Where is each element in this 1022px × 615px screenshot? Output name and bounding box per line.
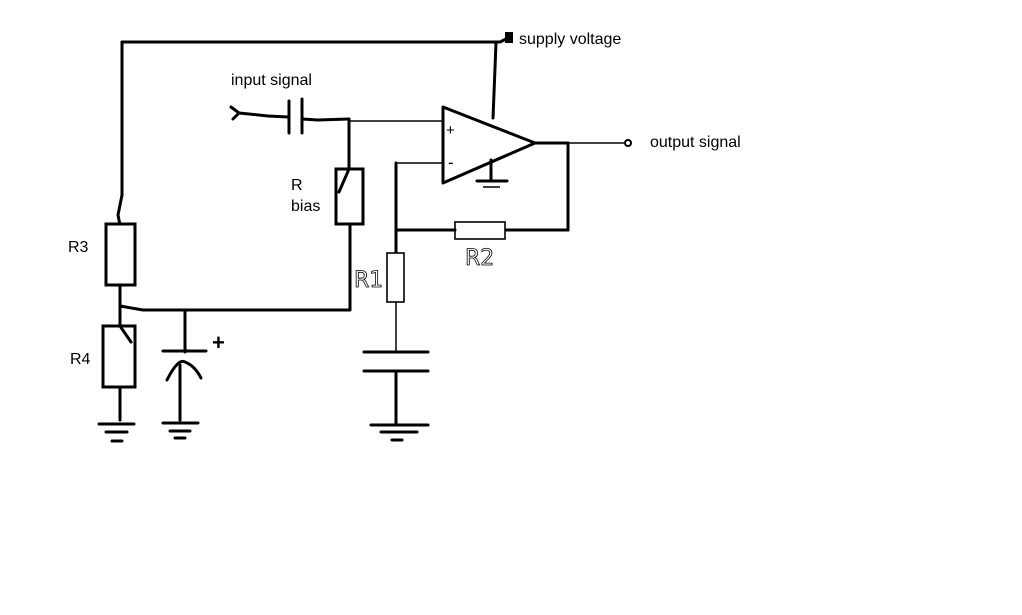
rbias-bend	[337, 167, 351, 194]
ground-icon	[97, 422, 136, 443]
r3-label: R3	[68, 239, 89, 256]
ground-icon	[161, 421, 200, 440]
electrolytic-capacitor-icon	[161, 308, 208, 422]
capacitor-plus-sign: +	[212, 330, 225, 355]
divider-wires	[116, 40, 352, 422]
output-terminal-icon	[624, 139, 632, 147]
output-wires	[503, 139, 632, 232]
r4-bend	[118, 324, 133, 344]
r4-label: R4	[70, 351, 91, 368]
r-bias-label-line2: bias	[291, 198, 320, 215]
r2-label: R2	[465, 246, 494, 271]
coupling-capacitor-icon	[287, 97, 351, 135]
opamp-plus-sign: +	[446, 122, 455, 139]
op-amp-icon	[441, 105, 537, 185]
r1-resistor	[386, 252, 405, 303]
supply-voltage-label: supply voltage	[519, 31, 621, 48]
r4-resistor	[101, 324, 137, 389]
supply-rail	[120, 32, 513, 120]
output-signal-label: output signal	[650, 134, 741, 151]
input-signal-label: input signal	[231, 72, 312, 89]
r3-resistor	[104, 222, 137, 287]
r1-label: R1	[354, 268, 383, 293]
input-terminal-icon	[229, 105, 290, 121]
r-bias-resistor	[334, 167, 365, 226]
r-bias-label-line1: R	[291, 177, 303, 194]
inverting-input-wires	[394, 161, 442, 352]
supply-terminal	[505, 32, 513, 43]
opamp-minus-sign: -	[448, 153, 454, 172]
ground-icon	[475, 158, 509, 188]
ground-icon	[362, 350, 430, 442]
r2-resistor	[454, 221, 506, 240]
